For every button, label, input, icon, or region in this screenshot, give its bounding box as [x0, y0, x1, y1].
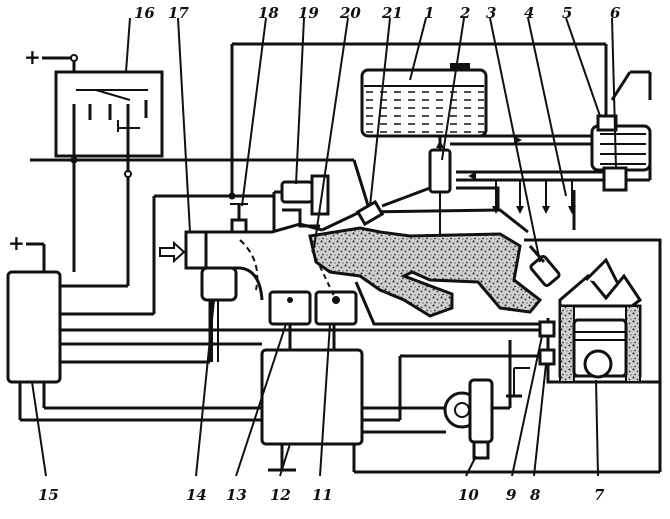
electronic-unit-12: [260, 348, 364, 472]
airflow-meter-14: [200, 266, 238, 362]
sensor-13: [268, 290, 312, 326]
callout-6: 6: [610, 4, 621, 22]
relay-16: [54, 70, 164, 158]
callout-14: 14: [186, 486, 207, 504]
fuel-tank-1: [360, 63, 488, 138]
intake-duct-17: [159, 203, 323, 301]
callout-12: 12: [270, 486, 291, 504]
callout-11: 11: [312, 486, 333, 504]
callout-20: 20: [339, 4, 361, 22]
callout-9: 9: [506, 486, 517, 504]
callout-8: 8: [530, 486, 541, 504]
callout-5: 5: [562, 4, 572, 22]
cold-start-injector-21: [355, 186, 431, 227]
callout-7: 7: [594, 486, 605, 504]
distributor-10: [443, 378, 494, 460]
callout-18: 18: [258, 4, 279, 22]
fuel-lines: [450, 134, 604, 230]
callout-19: 19: [298, 4, 319, 22]
temperature-sensor-8: [538, 348, 556, 366]
callout-16: 16: [134, 4, 155, 22]
leader-lines: [31, 17, 617, 477]
pressure-sensor-2: [428, 136, 452, 236]
callout-3: 3: [486, 4, 496, 22]
intake-manifold: [308, 186, 543, 326]
callout-2: 2: [459, 4, 470, 22]
control-unit-15: +: [6, 231, 62, 384]
callout-13: 13: [226, 486, 247, 504]
svg-text:+: +: [24, 45, 41, 69]
fuel-pump-5: [590, 70, 652, 172]
callout-10: 10: [458, 486, 479, 504]
callout-4: 4: [524, 4, 534, 22]
throttle-switch-20: [311, 249, 358, 326]
engine-cylinder-7: [524, 238, 662, 384]
callout-21: 21: [381, 4, 403, 22]
svg-text:+: +: [8, 231, 25, 255]
callout-15: 15: [38, 486, 59, 504]
callout-labels: 16 17 18 19 20 21 1 2 3 4 5 6 15 14 13 1…: [38, 4, 621, 504]
power-plus-top: +: [24, 45, 78, 72]
callout-17: 17: [168, 4, 189, 22]
injector-3: [528, 245, 561, 288]
temperature-sensor-9: [538, 320, 556, 338]
callout-1: 1: [424, 4, 434, 22]
